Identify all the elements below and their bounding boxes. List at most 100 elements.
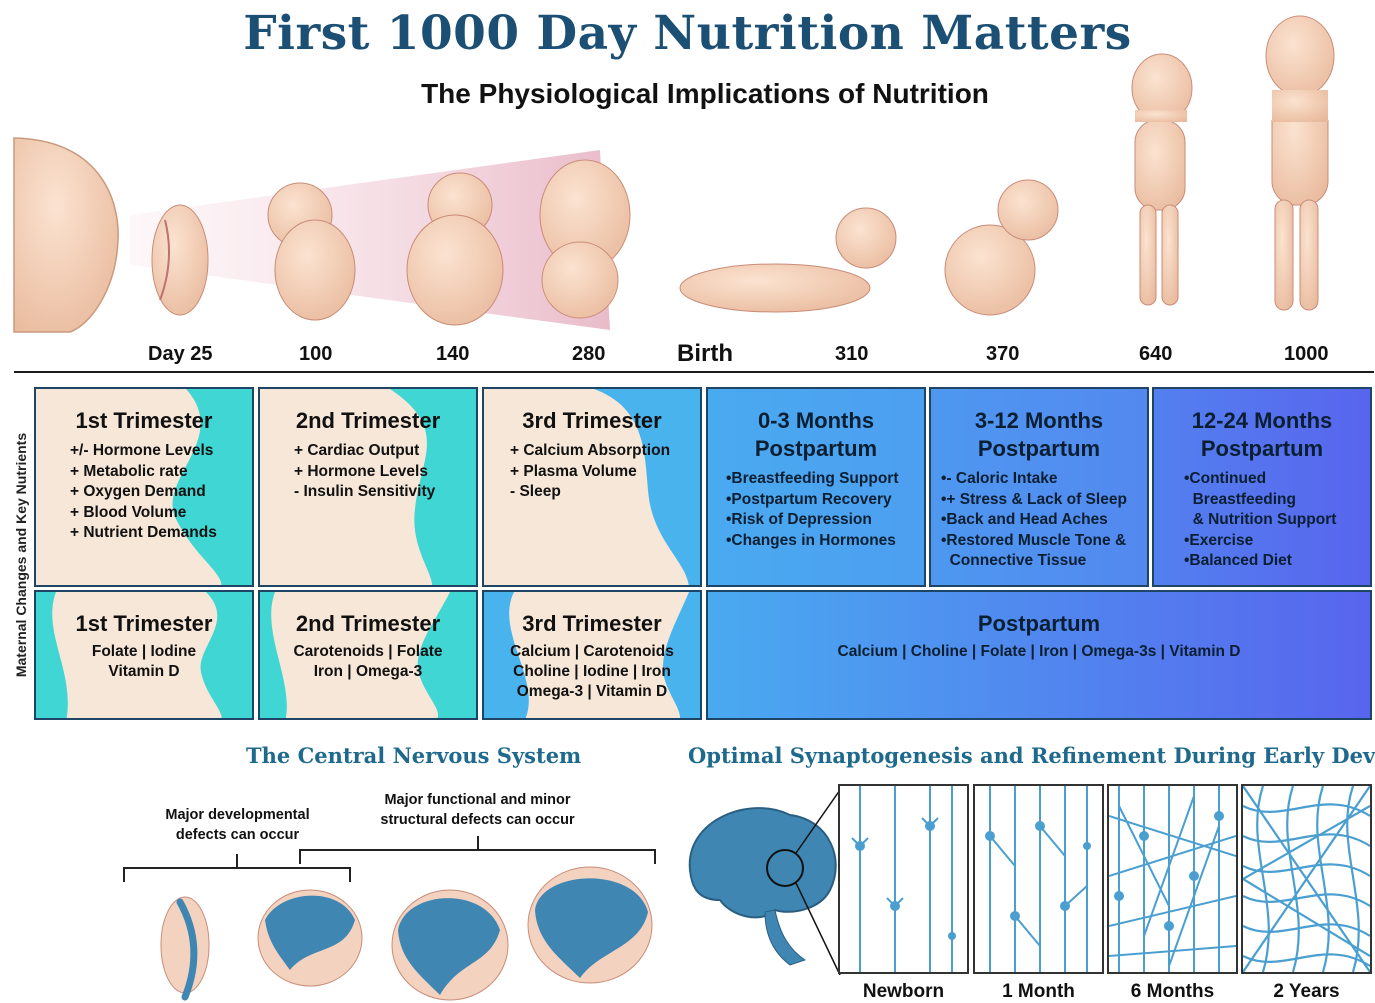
nutrients-postpartum: Postpartum Calcium | Choline | Folate | …	[706, 590, 1372, 720]
nutrient-line: Folate | Iodine	[91, 643, 197, 660]
timeline-label-640: 640	[1139, 343, 1173, 365]
development-illustration	[13, 120, 1329, 333]
list-item: •+ Stress & Lack of Sleep	[941, 490, 1127, 508]
cns-title: The Central Nervous System	[246, 743, 582, 768]
list-item: •Exercise	[1184, 531, 1254, 549]
timeline-rule	[14, 371, 1374, 373]
infant-sitting-illustration	[944, 179, 1059, 316]
maternal-changes-1st-trimester: 1st Trimester +/- Hormone Levels + Metab…	[34, 387, 254, 587]
nutrient-line: Carotenoids | Folate	[293, 643, 443, 660]
fetus-280-illustration	[539, 159, 631, 319]
panel-title: 2nd Trimester	[295, 408, 441, 433]
side-label-text: Maternal Changes and Key Nutrients	[13, 432, 29, 678]
page-subtitle: The Physiological Implications of Nutrit…	[421, 78, 989, 109]
fetal-head-brain-3-illustration	[527, 866, 653, 984]
page-title: First 1000 Day Nutrition Matters	[243, 6, 1132, 61]
list-item: •Breastfeeding Support	[726, 470, 899, 487]
note-line: Major functional and minor	[384, 792, 571, 808]
panel-title: 3rd Trimester	[522, 611, 662, 636]
panel-title: 2nd Trimester	[295, 611, 441, 636]
list-item: Connective Tissue	[941, 552, 1087, 569]
panel-subtitle: Postpartum	[1200, 436, 1324, 461]
nutrients-1st-trimester: 1st Trimester Folate | Iodine Vitamin D	[34, 590, 254, 720]
note-line: Major developmental	[165, 807, 310, 823]
timeline-label-310: 310	[835, 343, 869, 365]
maternal-changes-0-3-months: 0-3 Months Postpartum •Breastfeeding Sup…	[706, 387, 926, 587]
timeline-label-280: 280	[572, 343, 606, 365]
synapse-tile-2-years	[1241, 784, 1372, 974]
embryo-neural-tube-illustration	[160, 896, 210, 1001]
nutrient-line: Vitamin D	[108, 663, 180, 680]
nutrients-2nd-trimester: 2nd Trimester Carotenoids | Folate Iron …	[258, 590, 478, 720]
synapse-label-newborn: Newborn	[862, 981, 945, 1002]
cns-illustrations	[160, 866, 653, 1001]
synapto-title: Optimal Synaptogenesis and Refinement Du…	[688, 743, 1375, 768]
panel-title: 0-3 Months	[757, 408, 875, 433]
nutrient-line: Calcium | Carotenoids	[510, 643, 674, 660]
synapse-label-6-months: 6 Months	[1130, 981, 1215, 1002]
list-item: Breastfeeding	[1184, 490, 1296, 508]
note-line: structural defects can occur	[380, 812, 575, 828]
maternal-changes-12-24-months: 12-24 Months Postpartum •Continued Breas…	[1152, 387, 1372, 587]
nutrient-line: Iron | Omega-3	[313, 663, 423, 680]
toddler-640-illustration	[1134, 120, 1186, 306]
list-item: •Changes in Hormones	[726, 531, 896, 549]
nutrients-3rd-trimester: 3rd Trimester Calcium | Carotenoids Chol…	[482, 590, 702, 720]
list-item: •Balanced Diet	[1184, 552, 1292, 569]
panel-subtitle: Postpartum	[977, 436, 1101, 461]
synapse-label-1-month: 1 Month	[1002, 981, 1075, 1002]
panel-title: 1st Trimester	[75, 611, 213, 636]
timeline-label-day-25: Day 25	[148, 343, 213, 365]
synapse-pattern-1-month	[985, 786, 1091, 972]
panel-subtitle: Postpartum	[754, 436, 878, 461]
nutrient-line: Omega-3 | Vitamin D	[516, 683, 668, 700]
fetal-head-brain-1-illustration	[257, 889, 363, 987]
synapse-label-2-years: 2 Years	[1273, 981, 1340, 1002]
synapse-pattern-6-months	[1109, 786, 1236, 972]
side-label: Maternal Changes and Key Nutrients	[4, 390, 38, 720]
panel-title: Postpartum	[977, 611, 1101, 636]
maternal-changes-3-12-months: 3-12 Months Postpartum •- Caloric Intake…	[929, 387, 1149, 587]
fetus-100-illustration	[267, 182, 356, 321]
panel-title: 3-12 Months	[974, 408, 1104, 433]
list-item: •Back and Head Aches	[941, 511, 1108, 528]
embryo-illustration	[151, 204, 209, 316]
cns-brackets	[123, 836, 656, 882]
maternal-changes-3rd-trimester: 3rd Trimester + Calcium Absorption + Pla…	[482, 387, 702, 587]
brain-illustration	[688, 790, 841, 975]
maternal-changes-2nd-trimester: 2nd Trimester + Cardiac Output + Hormone…	[258, 387, 478, 587]
timeline-label-370: 370	[986, 343, 1020, 365]
list-item: + Hormone Levels	[294, 462, 428, 480]
fetal-head-brain-2-illustration	[391, 889, 509, 1001]
timeline-label-140: 140	[436, 343, 470, 365]
list-item: •- Caloric Intake	[941, 470, 1058, 487]
list-item: + Calcium Absorption	[510, 442, 671, 459]
list-item: + Cardiac Output	[294, 442, 420, 459]
list-item: & Nutrition Support	[1184, 511, 1337, 528]
list-item: - Sleep	[510, 483, 561, 500]
timeline-label-100: 100	[299, 343, 333, 365]
mother-belly	[13, 137, 119, 333]
timeline-label-1000: 1000	[1284, 343, 1329, 365]
synapse-tile-6-months	[1107, 784, 1238, 974]
synapse-pattern-newborn	[851, 786, 956, 972]
toddler-1000-illustration	[1271, 120, 1329, 311]
synapse-tile-1-month	[973, 784, 1104, 974]
list-item: - Insulin Sensitivity	[294, 483, 436, 500]
list-item: + Metabolic rate	[70, 462, 188, 480]
nutrient-line: Choline | Iodine | Iron	[513, 663, 671, 680]
list-item: •Risk of Depression	[726, 511, 872, 528]
list-item: + Blood Volume	[70, 503, 187, 521]
list-item: + Oxygen Demand	[70, 483, 206, 500]
list-item: •Continued	[1184, 470, 1267, 487]
panel-title: 12-24 Months	[1191, 408, 1333, 433]
panel-title: 1st Trimester	[75, 408, 213, 433]
synapse-tile-newborn	[838, 784, 969, 974]
toddler-heads	[1131, 15, 1335, 122]
list-item: + Plasma Volume	[510, 462, 637, 480]
note-line: defects can occur	[175, 827, 300, 843]
synapse-pattern-2-years	[1243, 786, 1370, 972]
fetus-140-illustration	[406, 172, 504, 326]
nutrient-line: Calcium | Choline | Folate | Iron | Omeg…	[837, 643, 1241, 660]
list-item: +/- Hormone Levels	[70, 442, 214, 459]
